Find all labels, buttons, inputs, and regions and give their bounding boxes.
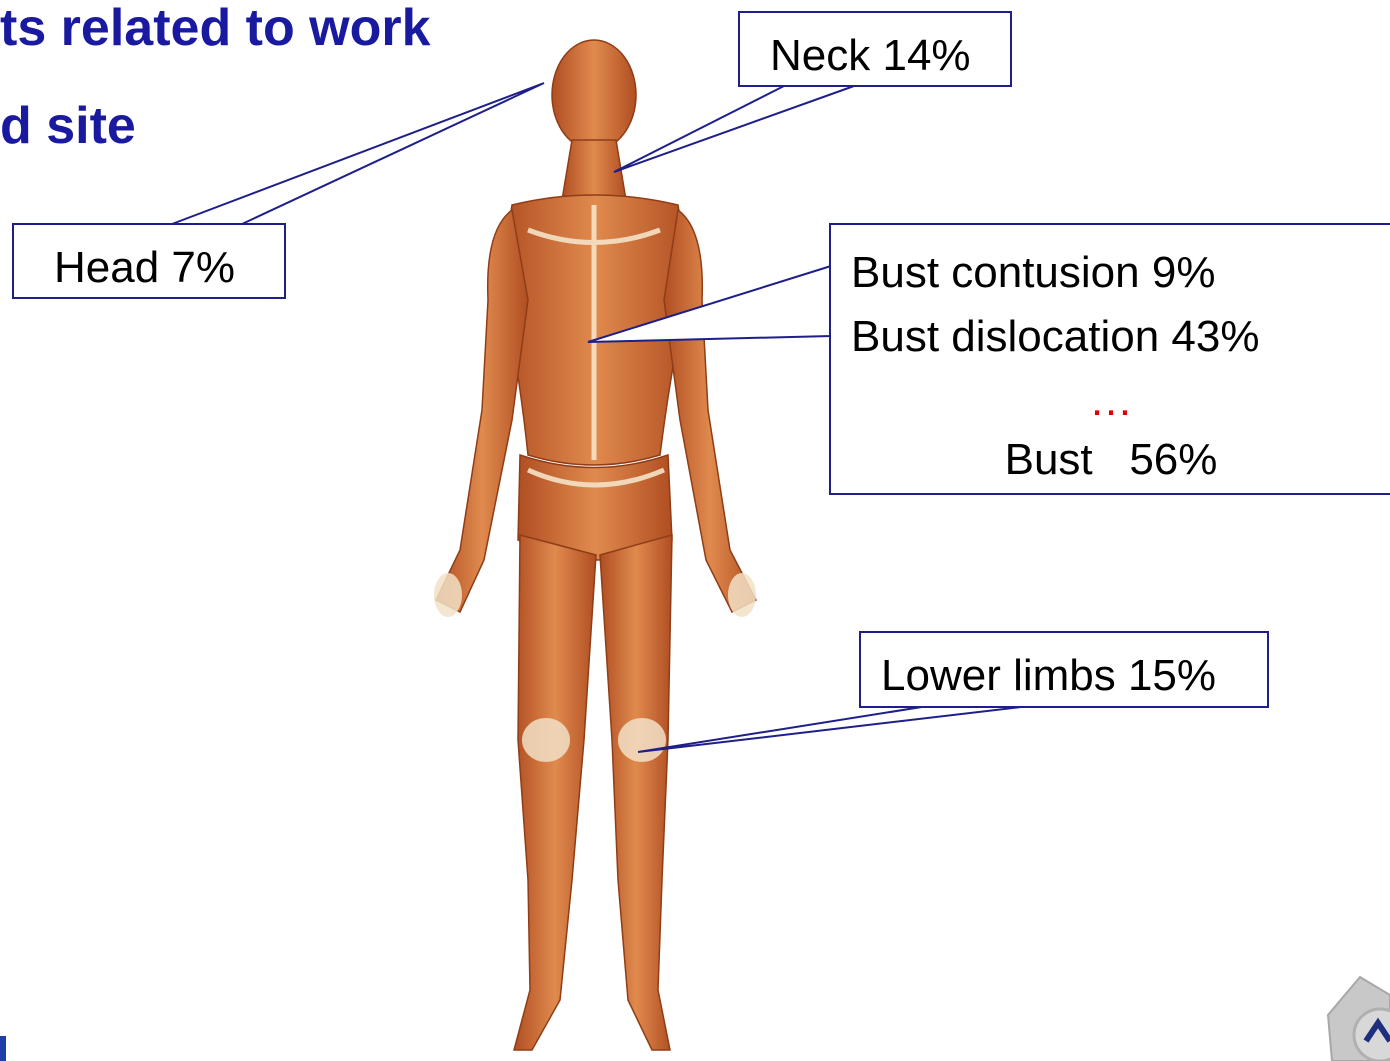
gear-logo-icon <box>1320 975 1390 1061</box>
head-callout-text: Head 7% <box>54 243 284 293</box>
lower-limbs-leader <box>638 706 1030 752</box>
neck-callout: Neck 14% <box>738 11 1012 87</box>
bust-callout: Bust contusion 9% Bust dislocation 43% …… <box>829 223 1390 495</box>
lower-limbs-callout: Lower limbs 15% <box>859 631 1269 708</box>
bust-contusion-text: Bust contusion 9% <box>851 241 1390 305</box>
bust-total-text: Bust 56% <box>831 432 1390 487</box>
logo-fragment-icon <box>0 1036 6 1061</box>
lower-limbs-callout-text: Lower limbs 15% <box>881 651 1267 701</box>
neck-callout-text: Neck 14% <box>770 31 1010 81</box>
bust-dislocation-text: Bust dislocation 43% <box>851 305 1390 369</box>
neck-leader <box>614 86 854 172</box>
head-leader <box>172 83 544 224</box>
bust-ellipsis: … <box>831 369 1390 433</box>
bust-leader <box>588 266 831 342</box>
head-callout: Head 7% <box>12 223 286 299</box>
